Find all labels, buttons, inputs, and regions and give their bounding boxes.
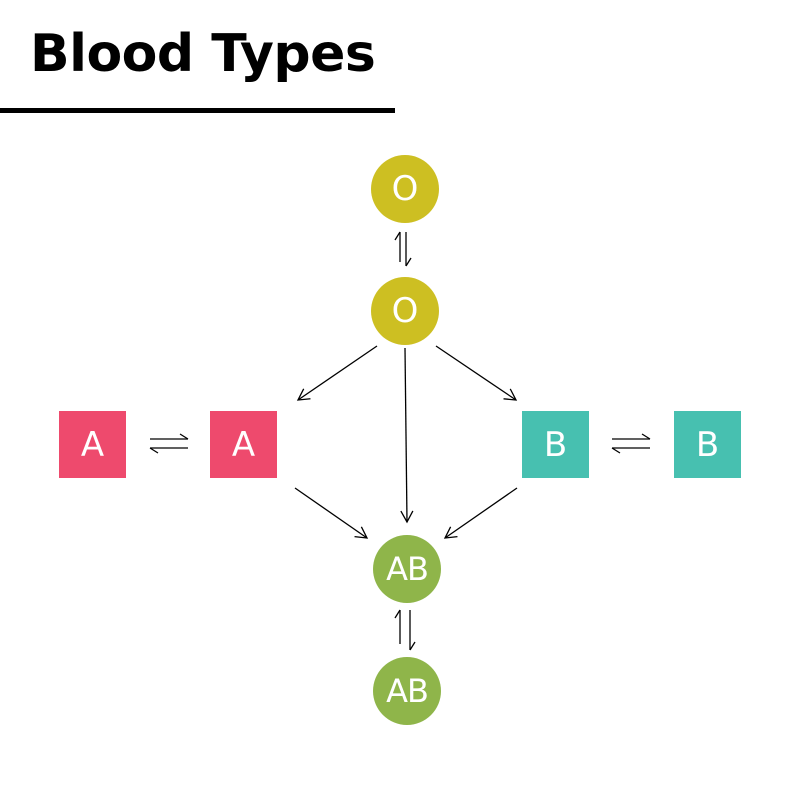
a-exchange-arrow-right-hook [179, 433, 189, 440]
b-exchange-arrow-right-hook [641, 433, 651, 440]
blood-type-b-left-label: B [543, 424, 568, 465]
arrow-o-to-b [435, 345, 518, 401]
b-exchange-arrows [611, 433, 651, 454]
blood-type-o-top-label: O [391, 169, 419, 209]
blood-type-a-left-label: A [80, 424, 105, 465]
o-exchange-arrow-up-hook [394, 231, 401, 241]
blood-type-ab-middle: AB [373, 535, 441, 603]
blood-type-o-middle-label: O [391, 291, 419, 331]
blood-type-ab-bottom-label: AB [386, 672, 429, 710]
title-underline [0, 108, 395, 113]
b-exchange-arrow-left-hook [611, 447, 621, 454]
blood-type-ab-middle-label: AB [386, 550, 429, 588]
blood-type-ab-bottom: AB [373, 657, 441, 725]
blood-type-b-right: B [674, 411, 741, 478]
blood-type-b-left: B [522, 411, 589, 478]
o-exchange-arrow-down-hook [405, 257, 412, 267]
blood-type-o-middle: O [371, 277, 439, 345]
arrow-b-to-ab [443, 487, 518, 539]
ab-exchange-arrows [394, 609, 416, 651]
page-title: Blood Types [30, 24, 376, 84]
blood-type-b-right-label: B [695, 424, 720, 465]
arrow-o-to-ab [400, 347, 414, 524]
a-exchange-arrows [149, 433, 189, 454]
blood-type-a-left: A [59, 411, 126, 478]
blood-type-o-top: O [371, 155, 439, 223]
a-exchange-arrow-left-hook [149, 447, 159, 454]
o-exchange-arrows [394, 231, 412, 267]
arrow-o-to-a [296, 345, 378, 401]
arrow-a-to-ab [294, 487, 369, 539]
ab-exchange-arrow-down-hook [409, 641, 416, 651]
blood-type-a-right-label: A [231, 424, 256, 465]
blood-type-a-right: A [210, 411, 277, 478]
ab-exchange-arrow-up-hook [394, 609, 401, 619]
